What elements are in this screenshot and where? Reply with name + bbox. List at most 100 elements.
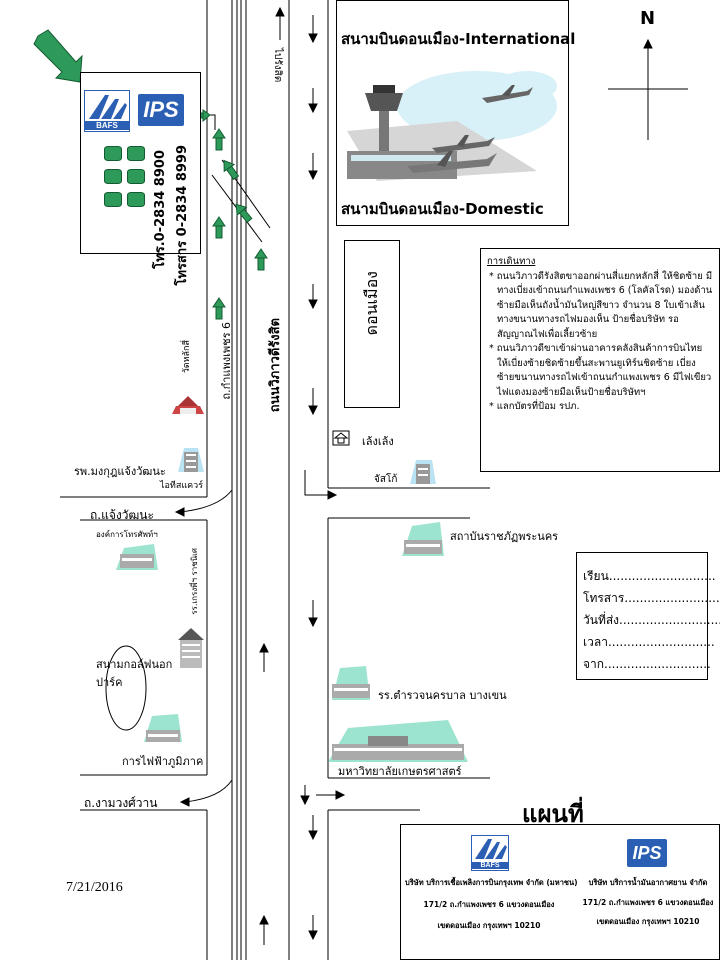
down-arrow-icon bbox=[308, 153, 318, 181]
down-arrow-icon bbox=[308, 15, 318, 44]
directions-item-text: ถนนวิภาวดีรังสิตขาออกผ่านสี่แยกหลักสี่ ใ… bbox=[496, 270, 713, 340]
down-arrow-icon bbox=[308, 915, 318, 941]
chaengwattana-road-label: ถ.แจ้งวัฒนะ bbox=[90, 508, 154, 522]
north-arrow-icon bbox=[608, 38, 688, 140]
down-arrow-icon bbox=[308, 815, 318, 841]
footer-panel: BAFS IPS บริษัท บริการเชื้อเพลิงการบินกร… bbox=[400, 824, 720, 960]
down-arrow-icon bbox=[308, 600, 318, 628]
tot-label: องค์การโทรศัพท์ฯ bbox=[96, 530, 158, 539]
temple-icon bbox=[172, 396, 204, 414]
cross-roads bbox=[60, 159, 490, 811]
school-label: รร.เกรงพี่ฯ ราชนิเศ bbox=[190, 548, 199, 615]
down-arrow-icon bbox=[308, 284, 318, 310]
turn-arrow-icon bbox=[174, 489, 233, 517]
bafs-address-1: 171/2 ถ.กำแพงเพชร 6 แขวงดอนเมือง bbox=[423, 900, 555, 909]
turn-arrow-icon bbox=[304, 470, 338, 500]
up-arrow-icon bbox=[259, 642, 269, 672]
directions-panel: การเดินทาง * ถนนวิภาวดีรังสิตขาออกผ่านสี… bbox=[480, 248, 720, 472]
up-arrow-icon bbox=[275, 6, 285, 40]
rajabhat-label: สถาบันราชภัฏพระนคร bbox=[450, 530, 559, 543]
form-fax-row[interactable]: โทรสาร............................ bbox=[583, 589, 720, 608]
form-dots: ............................ bbox=[608, 569, 716, 583]
bus-depot-label: การไฟฟ้าภูมิภาค bbox=[122, 755, 204, 768]
route-arrow-icon bbox=[212, 216, 226, 239]
turn-arrow-icon bbox=[179, 779, 233, 807]
building-icon bbox=[332, 666, 370, 700]
form-fax-label: โทรสาร bbox=[583, 591, 625, 605]
police-school-label: รร.ตำรวจนครบาล บางเขน bbox=[378, 689, 507, 702]
bafs-wing-icon bbox=[89, 95, 127, 119]
route-arrow-icon bbox=[254, 248, 268, 271]
route-arrow-icon bbox=[235, 203, 253, 223]
mongkut-hospital-label: รพ.มงกุฎแจ้งวัฒนะ bbox=[74, 465, 166, 478]
fuel-tank-icon bbox=[127, 169, 145, 184]
don-mueang-sign-text: ดอนเมือง bbox=[362, 271, 381, 336]
fax-form: เรียน............................ โทรสาร… bbox=[576, 552, 720, 680]
company-tel: โทร.0-2834 8900 bbox=[153, 150, 168, 269]
form-date-row[interactable]: วันที่ส่ง............................ bbox=[583, 611, 720, 630]
bafs-company-name: บริษัท บริการเชื้อเพลิงการบินกรุงเทพ จำก… bbox=[405, 878, 578, 887]
airport-domestic-label: สนามบินดอนเมือง-Domestic bbox=[341, 200, 544, 218]
directions-item: * แลกบัตรที่ป้อม รปภ. bbox=[489, 401, 580, 412]
directions-item-text: ถนนวิภาวดีขาเข้าผ่านอาคารคลังสินค้าการบิ… bbox=[496, 343, 712, 398]
directions-item: * ถนนวิภาวดีขาเข้าผ่านอาคารคลังสินค้าการ… bbox=[489, 343, 712, 398]
bafs-address-2: เขตดอนเมือง กรุงเทพฯ 10210 bbox=[437, 921, 541, 930]
bafs-logo-footer: BAFS bbox=[471, 835, 509, 871]
airplane-icon bbox=[482, 85, 533, 103]
traffic-arrows bbox=[174, 6, 346, 945]
down-arrow-icon bbox=[308, 88, 318, 114]
fuel-tank-icon bbox=[104, 169, 122, 184]
lay-lay-label: เล้งเล้ง bbox=[362, 435, 394, 448]
fuel-tank-icon bbox=[104, 192, 122, 207]
directions-title: การเดินทาง bbox=[487, 256, 536, 267]
ips-logo: IPS bbox=[138, 94, 184, 126]
turn-arrow-icon bbox=[300, 785, 346, 806]
building-icon bbox=[178, 448, 204, 472]
bafs-logo-text: BAFS bbox=[85, 121, 129, 130]
kamphaeng-phet-road-label: ถ.กำแพงเพชร 6 bbox=[220, 322, 233, 400]
airplane-icon bbox=[407, 151, 497, 173]
route-arrow-icon bbox=[212, 297, 226, 320]
building-icon bbox=[144, 714, 182, 742]
airport-panel: สนามบินดอนเมือง-International สนามบินดอน… bbox=[336, 0, 575, 226]
it-square-label: ไอทีสแควร์ bbox=[160, 481, 204, 491]
house-icon bbox=[332, 430, 350, 446]
ips-address-2: เขตดอนเมือง กรุงเทพฯ 10210 bbox=[596, 917, 700, 926]
form-from-row[interactable]: จาก............................ bbox=[583, 655, 711, 674]
pointer-arrow-icon bbox=[33, 29, 83, 83]
building-icon bbox=[328, 720, 468, 762]
route-arrow-icon bbox=[223, 159, 240, 181]
building-icon bbox=[402, 522, 444, 556]
wat-lak-si-label: วัดหลักสี่ bbox=[182, 340, 192, 374]
date-stamp: 7/21/2016 bbox=[66, 880, 123, 895]
fuel-tank-icon bbox=[127, 146, 145, 161]
form-from-label: จาก bbox=[583, 657, 605, 671]
vibhavadi-road bbox=[288, 0, 329, 960]
route-arrows bbox=[192, 109, 268, 320]
ngamwongwan-road-label: ถ.งามวงศ์วาน bbox=[84, 796, 158, 810]
form-dots: ............................ bbox=[619, 613, 720, 627]
down-arrow-icon bbox=[308, 388, 318, 416]
vibhavadi-road-label: ถนนวิภาวดีรังสิต bbox=[268, 318, 283, 413]
route-arrow-icon bbox=[212, 128, 226, 151]
form-to-label: เรียน bbox=[583, 569, 609, 583]
directions-item: * ถนนวิภาวดีรังสิตขาออกผ่านสี่แยกหลักสี่… bbox=[489, 270, 713, 340]
form-to-row[interactable]: เรียน............................ bbox=[583, 567, 716, 586]
form-time-row[interactable]: เวลา............................ bbox=[583, 633, 715, 652]
form-dots: ............................ bbox=[607, 635, 715, 649]
ips-company-name: บริษัท บริการน้ำมันอากาศยาน จำกัด bbox=[588, 878, 708, 887]
directions-item-text: แลกบัตรที่ป้อม รปภ. bbox=[496, 401, 580, 412]
railway-line bbox=[206, 0, 247, 960]
building-icon bbox=[178, 628, 204, 668]
airport-international-label: สนามบินดอนเมือง-International bbox=[341, 30, 576, 48]
north-label: N bbox=[640, 8, 656, 29]
bafs-logo-text: BAFS bbox=[472, 862, 508, 869]
to-rangsit-label: ไปรังสิต bbox=[272, 48, 283, 83]
company-fax: โทรสาร 0-2834 8999 bbox=[175, 145, 190, 286]
form-dots: ............................ bbox=[624, 591, 720, 605]
bafs-logo: BAFS bbox=[84, 90, 130, 132]
fuel-tank-icon bbox=[127, 192, 145, 207]
airport-tower-icon bbox=[365, 85, 403, 171]
airport-illustration bbox=[347, 71, 557, 181]
golf-course-shape bbox=[105, 645, 147, 731]
